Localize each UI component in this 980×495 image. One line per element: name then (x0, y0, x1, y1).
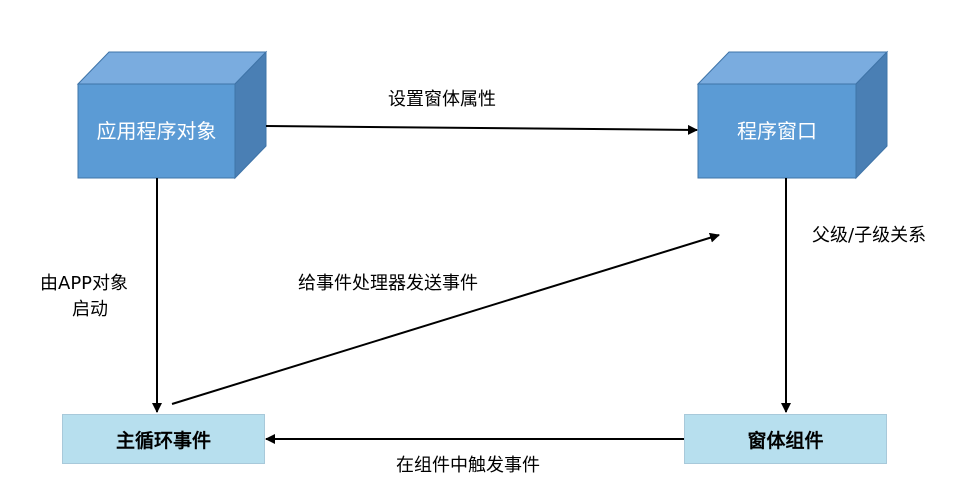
edge-label-set-window-props: 设置窗体属性 (388, 89, 496, 110)
app-object-label: 应用程序对象 (96, 119, 217, 143)
edge-label-parent-child: 父级/子级关系 (812, 225, 927, 246)
window-component-label: 窗体组件 (747, 429, 824, 452)
program-window-label: 程序窗口 (737, 119, 817, 143)
edge-label-trigger-in-component: 在组件中触发事件 (396, 455, 540, 476)
app-object-cube (76, 50, 268, 180)
edge-label-started-by-app-line1: 由APP对象 (40, 273, 129, 294)
arrow-send-to-handler (171, 232, 720, 405)
edge-label-started-by-app-line2: 启动 (72, 299, 108, 320)
edge-label-send-to-handler: 给事件处理器发送事件 (298, 273, 478, 294)
main-loop-box: 主循环事件 (62, 414, 265, 464)
program-window-cube (696, 50, 889, 180)
arrow-set-window-props (265, 124, 698, 135)
main-loop-label: 主循环事件 (115, 429, 211, 452)
window-component-box: 窗体组件 (684, 414, 887, 464)
